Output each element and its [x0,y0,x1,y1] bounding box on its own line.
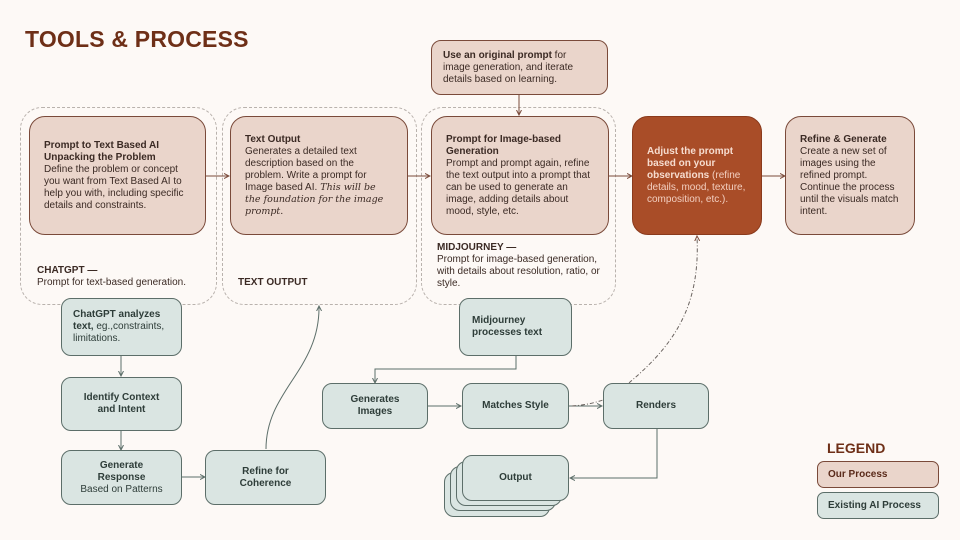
arrow-refine-to-text-output [265,306,319,450]
matches-style: Matches Style [462,383,569,429]
midjourney-label: MIDJOURNEY — Prompt for image-based gene… [437,242,600,289]
step-adjust-prompt: Adjust the prompt based on your observat… [632,116,762,235]
legend-existing-ai-process: Existing AI Process [817,492,939,519]
renders: Renders [603,383,709,429]
step-text-output: Text Output Generates a detailed text de… [230,116,408,235]
refine-for-coherence: Refine for Coherence [205,450,326,505]
text-output-group [222,107,417,305]
chatgpt-analyzes-text: ChatGPT analyzes text, eg.,constraints, … [61,298,182,356]
generate-response: Generate Response Based on Patterns [61,450,182,505]
chatgpt-label: CHATGPT — Prompt for text-based generati… [37,265,186,288]
step-prompt-image: Prompt for Image-based Generation Prompt… [431,116,609,235]
arrow-renders-to-output [570,429,658,478]
arrow-midjourney-to-generates [375,356,517,383]
step-prompt-text-ai: Prompt to Text Based AI Unpacking the Pr… [29,116,206,235]
generates-images: Generates Images [322,383,428,429]
legend-our-process: Our Process [817,461,939,488]
output: Output [462,455,569,501]
step-refine-generate: Refine & Generate Create a new set of im… [785,116,915,235]
identify-context-intent: Identify Context and Intent [61,377,182,431]
legend-title: LEGEND [827,440,886,456]
midjourney-processes-text: Midjourney processes text [459,298,572,356]
page-title: TOOLS & PROCESS [25,26,249,52]
text-output-label: TEXT OUTPUT [238,277,308,288]
original-prompt-note: Use an original prompt for image generat… [431,40,608,95]
